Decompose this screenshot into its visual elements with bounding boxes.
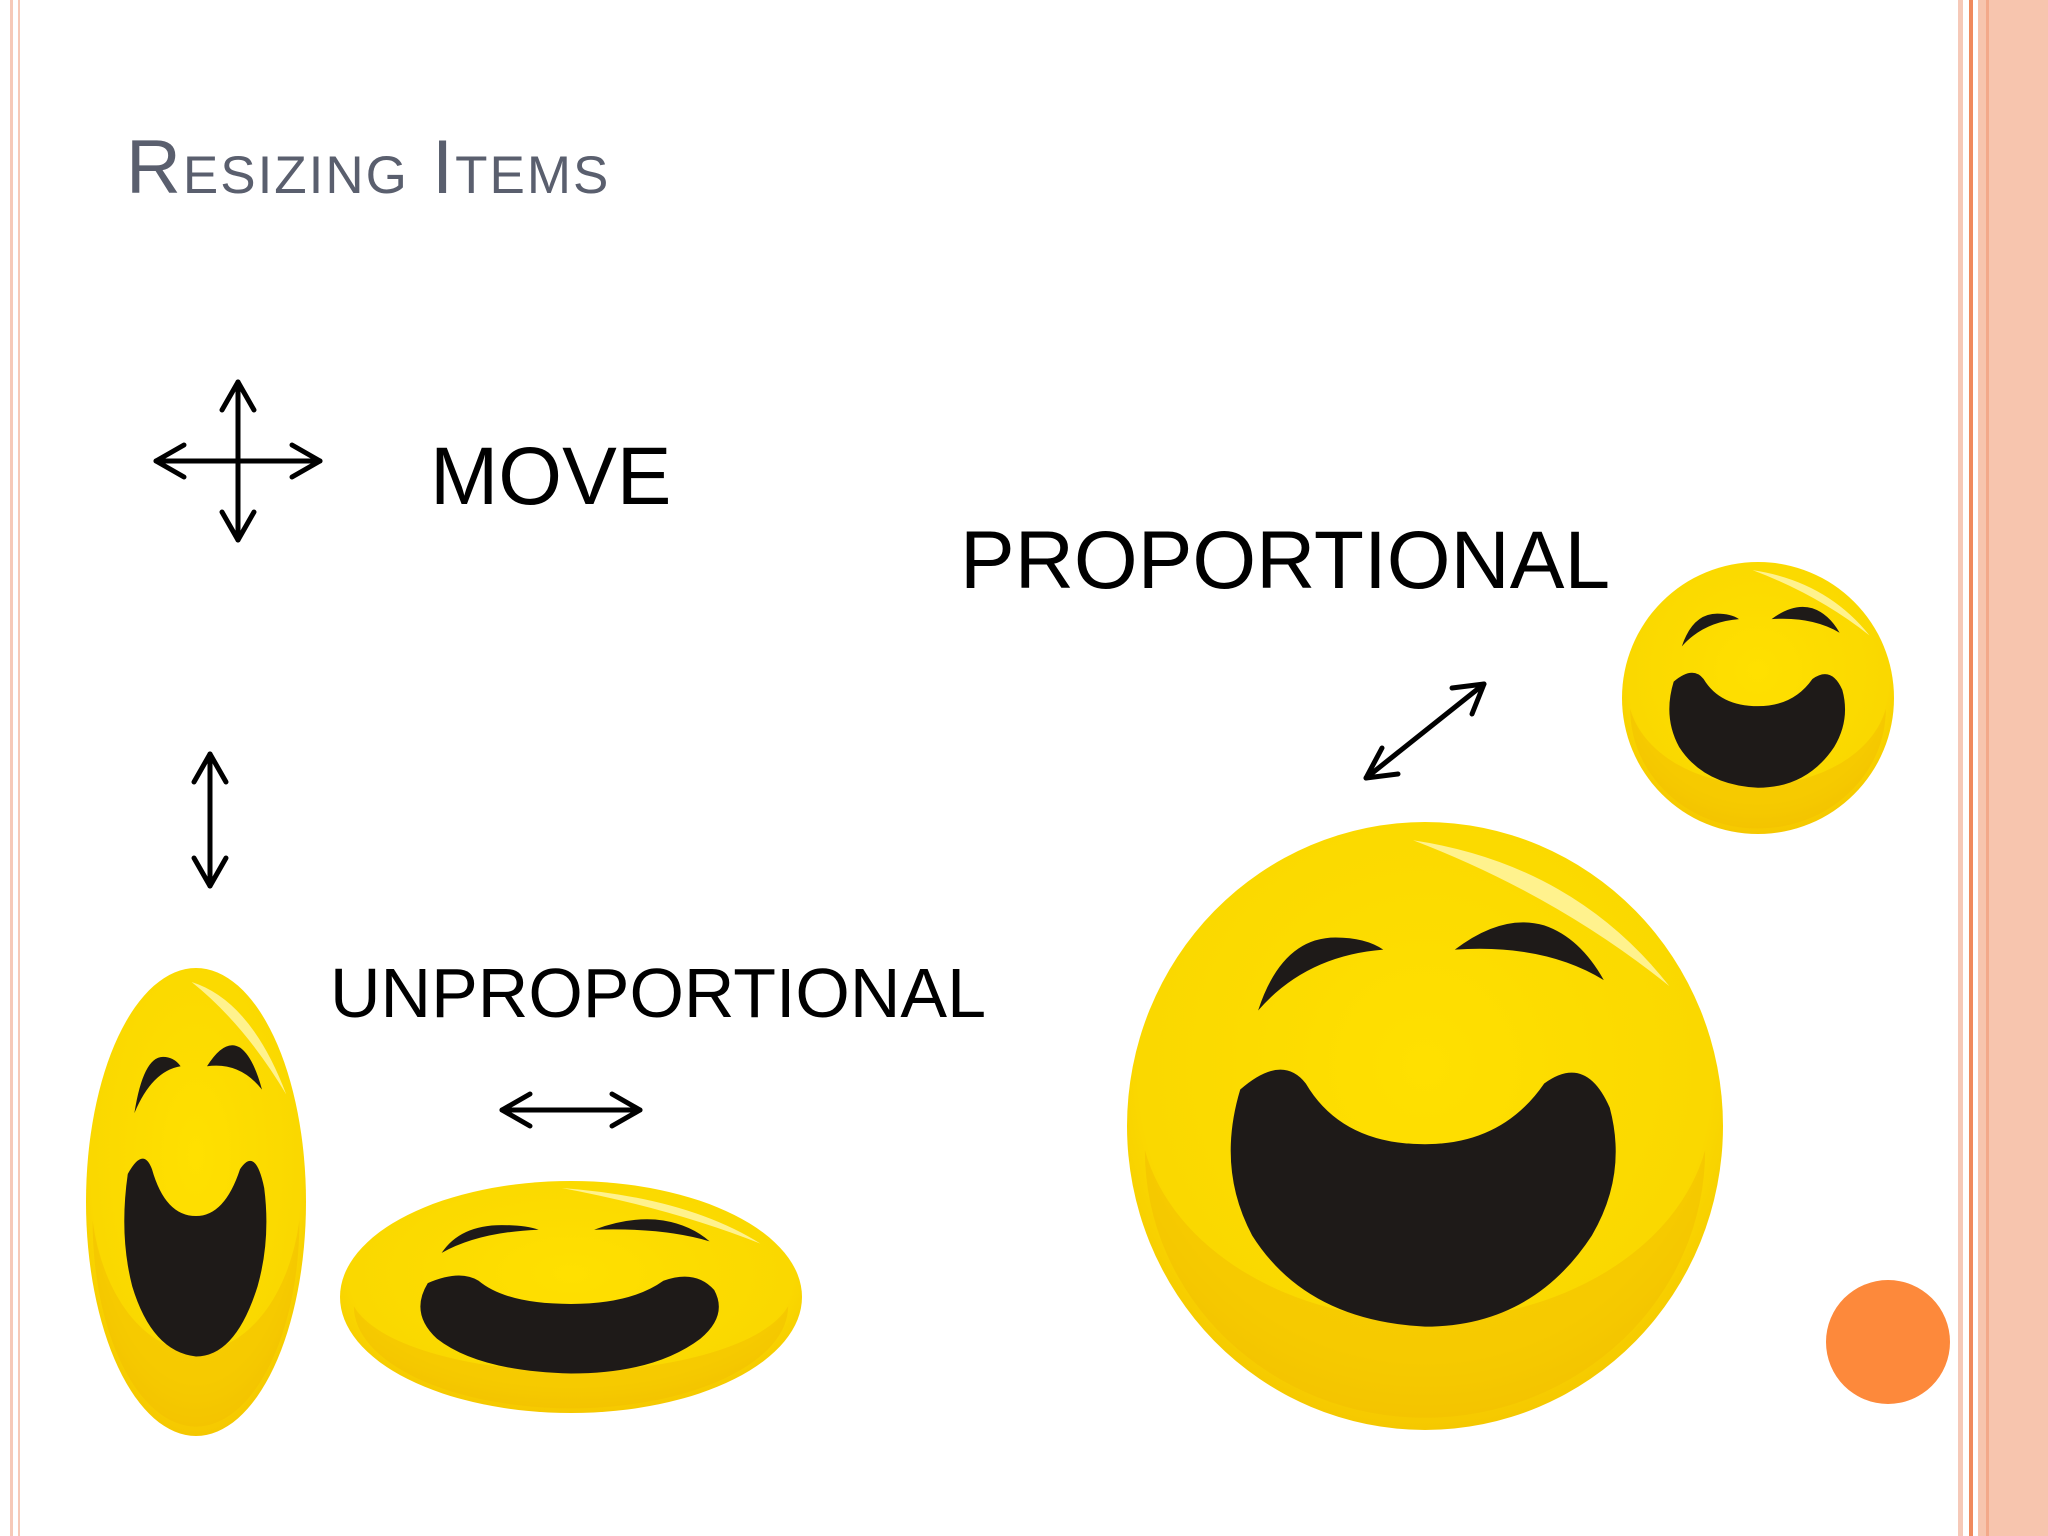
right-border-band-line bbox=[1986, 0, 1989, 1536]
left-border-line bbox=[10, 0, 13, 1536]
orange-dot bbox=[1826, 1280, 1950, 1404]
move-label: MOVE bbox=[430, 431, 672, 522]
smiley-face-icon-tall bbox=[86, 968, 306, 1436]
four-way-move-arrow-icon bbox=[153, 379, 323, 543]
left-border-line-inner bbox=[18, 0, 20, 1536]
diagonal-resize-arrow-icon bbox=[1363, 681, 1487, 781]
right-border-band bbox=[1978, 0, 2048, 1536]
horizontal-resize-arrow-icon bbox=[499, 1091, 643, 1129]
vertical-resize-arrow-icon bbox=[191, 751, 229, 889]
slide-title: Resizing Items bbox=[126, 125, 611, 210]
right-border-line bbox=[1958, 0, 1963, 1536]
smiley-face-icon-large bbox=[1127, 822, 1723, 1430]
smiley-face-icon-wide bbox=[340, 1181, 802, 1413]
smiley-face-icon-small bbox=[1622, 562, 1894, 834]
right-border-line-accent bbox=[1969, 0, 1973, 1536]
unproportional-label: UNPROPORTIONAL bbox=[330, 954, 987, 1032]
proportional-label: PROPORTIONAL bbox=[960, 515, 1611, 606]
